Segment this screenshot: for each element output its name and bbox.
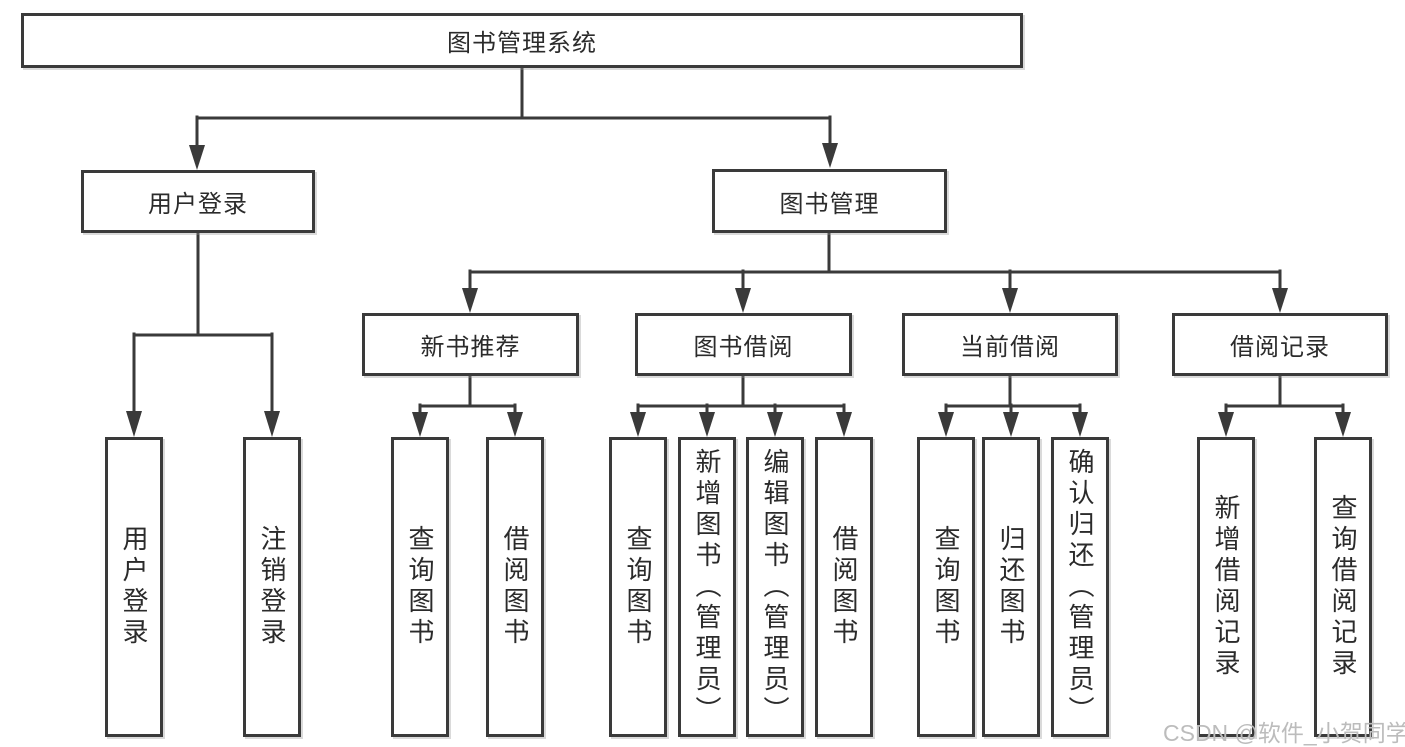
node-current-borrowing: 当前借阅 <box>902 313 1118 376</box>
node-user-login: 用户登录 <box>81 170 315 233</box>
leaf-query-borrow-record: 查询借阅记录 <box>1314 437 1372 737</box>
node-library-system: 图书管理系统 <box>21 13 1023 68</box>
arrowheads <box>126 143 1351 437</box>
leaf-query-borrow-record-label: 查询借阅记录 <box>1328 494 1358 680</box>
leaf-borrow-books-recommend: 借阅图书 <box>486 437 544 737</box>
leaf-edit-books-admin: 编辑图书（管理员） <box>746 437 804 737</box>
node-borrowing-records: 借阅记录 <box>1172 313 1388 376</box>
leaf-borrow-books-recommend-label: 借阅图书 <box>500 525 530 649</box>
leaf-add-borrow-record-label: 新增借阅记录 <box>1211 494 1241 680</box>
leaf-logout-label: 注销登录 <box>257 525 287 649</box>
node-new-book-recommend: 新书推荐 <box>362 313 579 376</box>
leaf-query-books-borrowing-label: 查询图书 <box>623 525 653 649</box>
leaf-query-books-current-label: 查询图书 <box>931 525 961 649</box>
node-library-system-label: 图书管理系统 <box>447 30 597 57</box>
leaf-return-books-label: 归还图书 <box>996 525 1026 649</box>
node-new-book-recommend-label: 新书推荐 <box>420 334 521 361</box>
leaf-add-books-admin: 新增图书（管理员） <box>678 437 736 737</box>
leaf-confirm-return-admin-label: 确认归还（管理员） <box>1065 447 1095 727</box>
leaf-borrow-books-label: 借阅图书 <box>829 525 859 649</box>
leaf-query-books-current: 查询图书 <box>917 437 975 737</box>
leaf-user-login-label: 用户登录 <box>119 525 149 649</box>
leaf-logout: 注销登录 <box>243 437 301 737</box>
leaf-query-books-recommend: 查询图书 <box>391 437 449 737</box>
leaf-user-login: 用户登录 <box>105 437 163 737</box>
node-user-login-label: 用户登录 <box>148 191 248 218</box>
leaf-confirm-return-admin: 确认归还（管理员） <box>1051 437 1109 737</box>
leaf-borrow-books: 借阅图书 <box>815 437 873 737</box>
leaf-query-books-borrowing: 查询图书 <box>609 437 667 737</box>
node-book-borrowing-label: 图书借阅 <box>693 334 794 361</box>
node-current-borrowing-label: 当前借阅 <box>960 334 1060 361</box>
leaf-add-books-admin-label: 新增图书（管理员） <box>692 447 722 727</box>
node-borrowing-records-label: 借阅记录 <box>1230 334 1330 361</box>
leaf-return-books: 归还图书 <box>982 437 1040 737</box>
leaf-query-books-recommend-label: 查询图书 <box>405 525 435 649</box>
node-book-management-label: 图书管理 <box>779 190 880 218</box>
leaf-add-borrow-record: 新增借阅记录 <box>1197 437 1255 737</box>
watermark: CSDN @软件_小贺同学 <box>1163 720 1405 746</box>
node-book-borrowing: 图书借阅 <box>635 313 852 376</box>
leaf-edit-books-admin-label: 编辑图书（管理员） <box>760 447 790 727</box>
node-book-management: 图书管理 <box>712 169 947 233</box>
